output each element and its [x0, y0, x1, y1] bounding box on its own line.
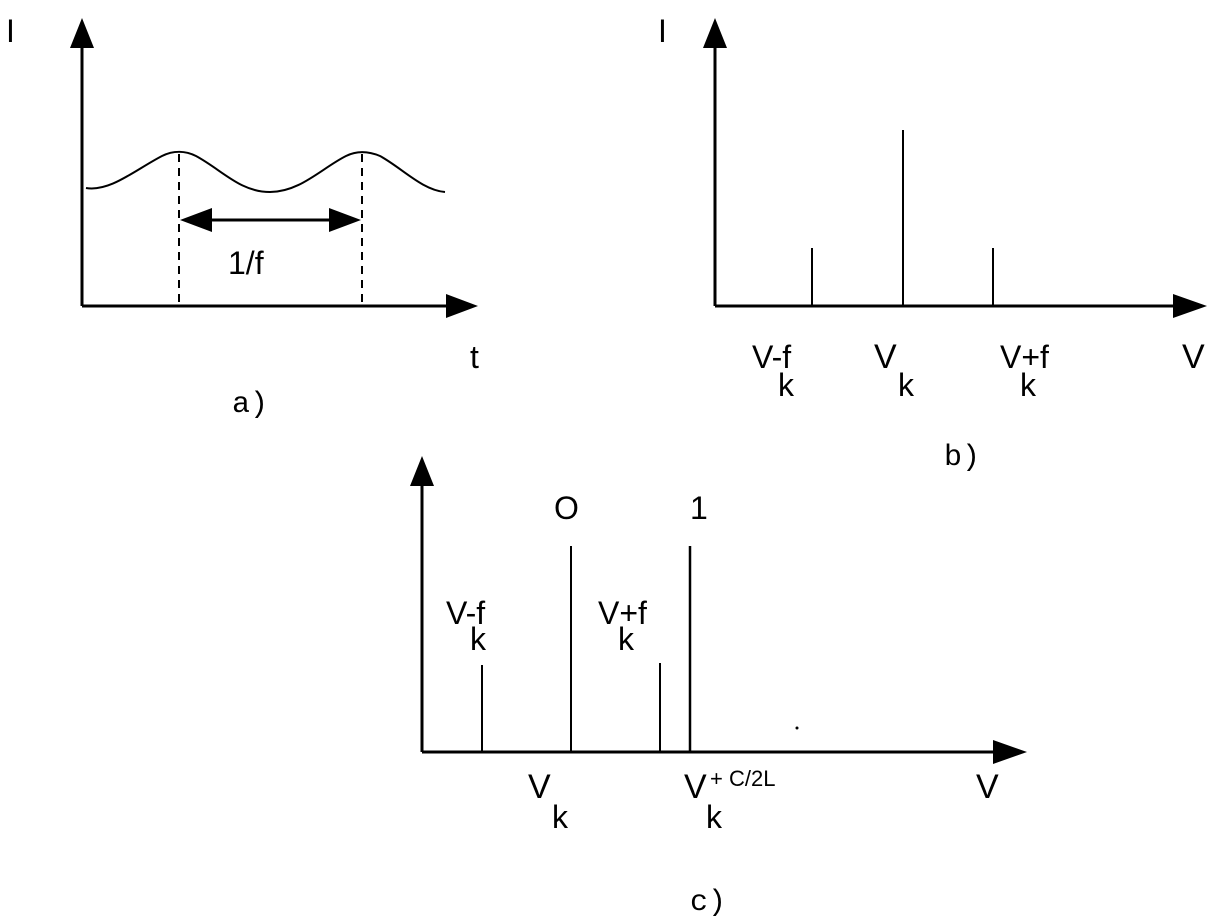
panel-c-y-arrowhead	[410, 456, 434, 486]
panel-b-center-label: V	[874, 338, 897, 376]
panel-c-offset-tick-sub: k	[706, 799, 723, 835]
panel-c-center-tick-label: V	[528, 768, 551, 806]
panel-b-y-arrowhead	[703, 18, 727, 48]
panel-b-x-label: V	[1182, 338, 1205, 376]
panel-b-right-label: V+f	[1000, 339, 1049, 375]
panel-c-x-arrowhead	[993, 740, 1027, 764]
panel-b: I V V-f k V k V+f k b)	[658, 13, 1207, 475]
panel-c-mode-1-label: 1	[690, 490, 708, 526]
panel-a: I t 1/f a)	[6, 13, 479, 422]
panel-a-period-arrowhead-left	[180, 208, 212, 232]
panel-c-offset-tick-sup: + C/2L	[710, 766, 775, 791]
panel-c-mode-0-label: O	[554, 490, 579, 526]
panel-c-caption: c)	[690, 886, 726, 919]
panel-b-caption: b)	[944, 441, 980, 475]
panel-a-y-label: I	[6, 13, 15, 49]
panel-c-left-sub: k	[470, 621, 487, 657]
panel-c-right-label: V+f	[598, 595, 647, 631]
panel-c-x-label: V	[976, 768, 999, 806]
panel-c-right-sub: k	[618, 621, 635, 657]
panel-b-y-label: I	[658, 13, 667, 49]
scan-speck	[795, 726, 799, 730]
panel-a-signal-wave	[85, 150, 446, 194]
panel-a-caption: a)	[232, 388, 268, 422]
panel-b-right-sub: k	[1020, 367, 1037, 403]
panel-b-left-label: V-f	[752, 339, 791, 375]
panel-c: O 1 V-f k V+f k V k V k + C/2L V c)	[410, 456, 1027, 919]
panel-b-x-arrowhead	[1173, 294, 1207, 318]
panel-c-center-tick-sub: k	[552, 799, 569, 835]
panel-a-x-arrowhead	[446, 294, 478, 318]
panel-c-left-label: V-f	[446, 595, 485, 631]
panel-b-left-sub: k	[778, 367, 795, 403]
panel-a-period-label: 1/f	[228, 245, 264, 281]
panel-c-offset-tick-label: V	[684, 768, 707, 806]
panel-a-y-arrowhead	[70, 18, 94, 48]
panel-a-period-arrowhead-right	[329, 208, 361, 232]
panel-a-x-label: t	[470, 339, 479, 375]
panel-b-center-sub: k	[898, 367, 915, 403]
